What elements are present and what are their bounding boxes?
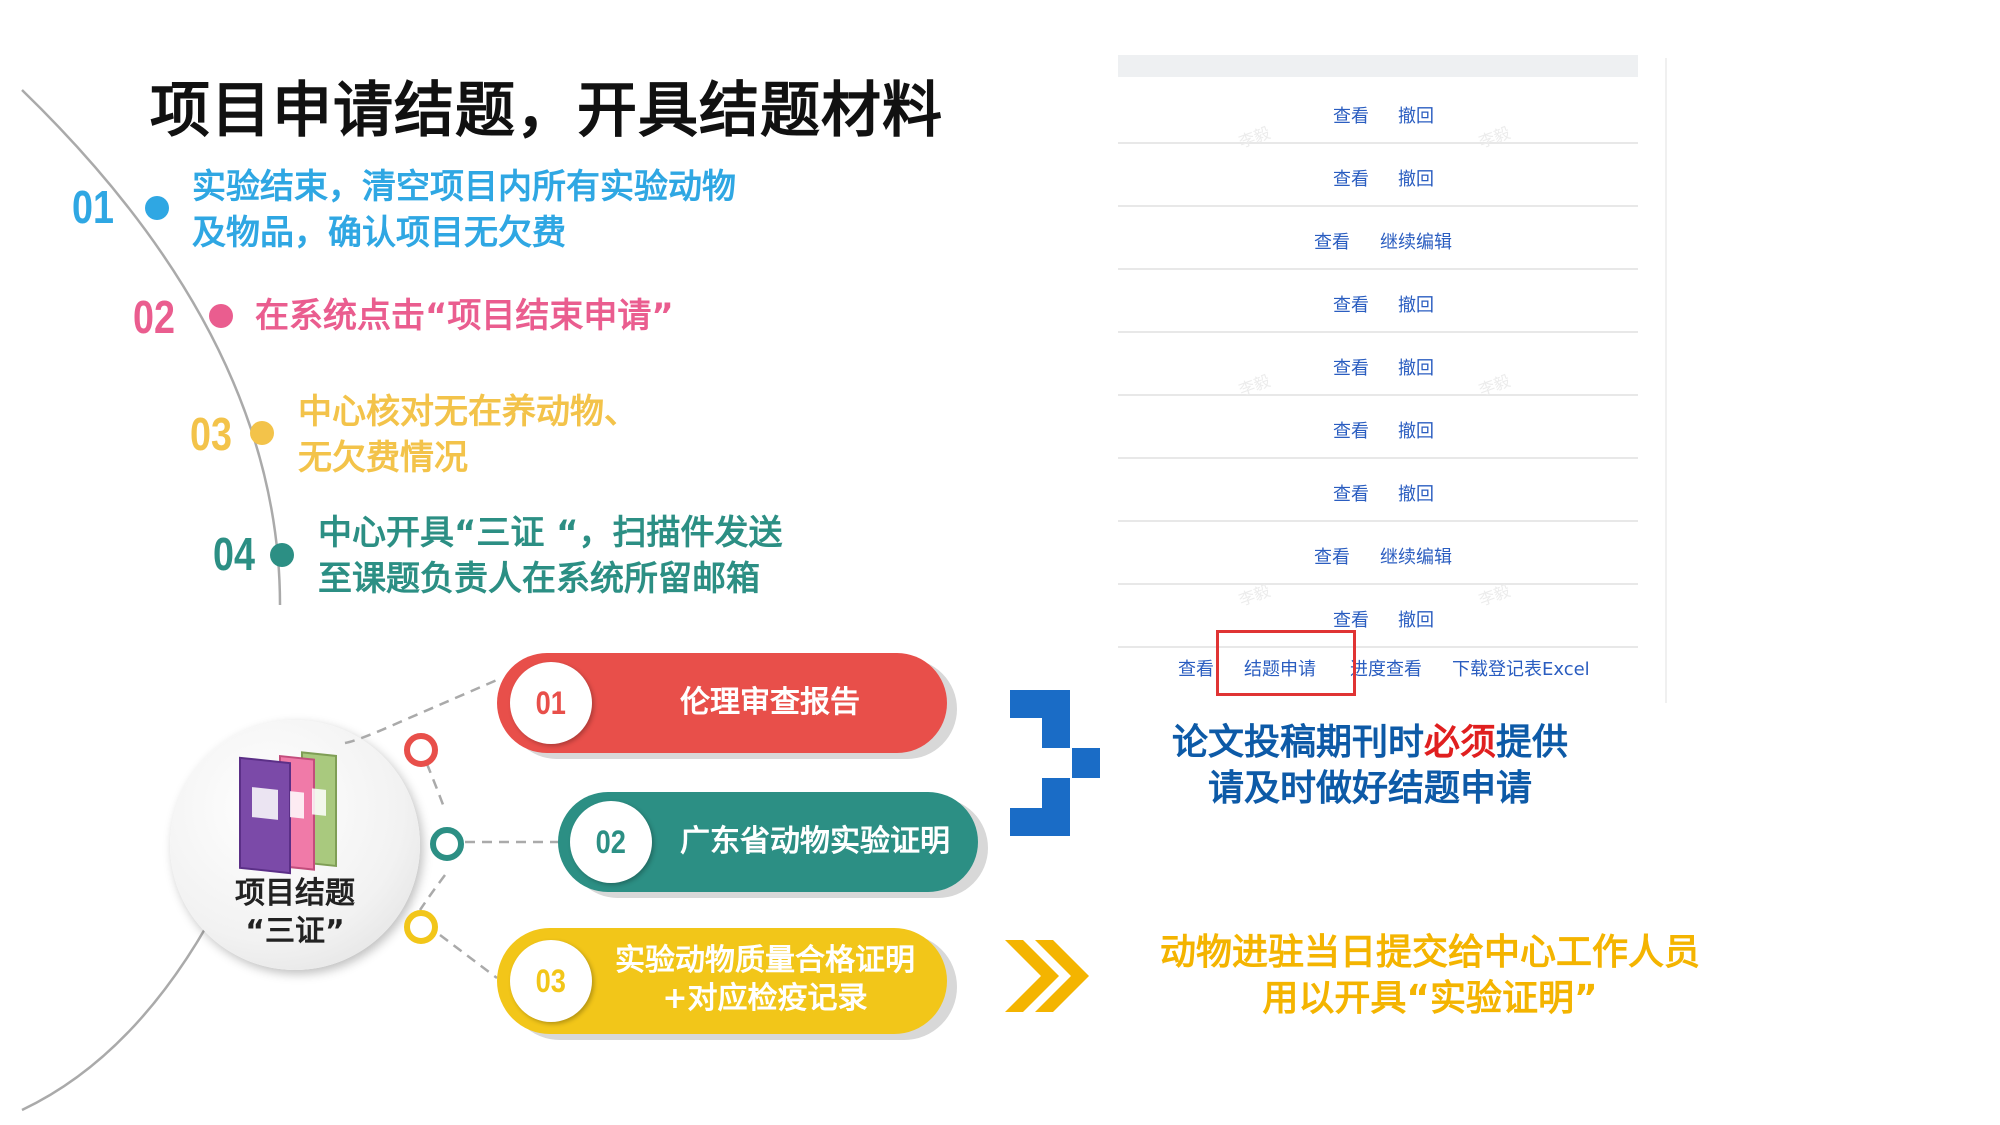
- table-row: 查看 撤回: [1118, 458, 1638, 522]
- cert-number-badge: 02: [570, 801, 652, 883]
- step-text: 中心核对无在养动物、 无欠费情况: [298, 389, 638, 481]
- note-arrival: 动物进驻当日提交给中心工作人员 用以开具“实验证明”: [1130, 930, 1730, 1022]
- connector-ring: [404, 910, 438, 944]
- withdraw-link[interactable]: 撤回: [1398, 484, 1434, 505]
- connector-ring: [404, 733, 438, 767]
- cert-label: 伦理审查报告: [680, 685, 860, 720]
- screenshot-divider: [1665, 58, 1667, 703]
- apply-close-link[interactable]: 结题申请: [1244, 659, 1316, 680]
- step-number: 02: [133, 291, 175, 343]
- highlight-box: [1216, 630, 1356, 696]
- cert-label-line: +对应检疫记录: [662, 981, 868, 1016]
- step-text: 在系统点击“项目结束申请”: [255, 293, 674, 339]
- view-link[interactable]: 查看: [1314, 547, 1350, 568]
- note-text: 提供: [1496, 722, 1569, 763]
- cert-label-line: 实验动物质量合格证明: [615, 943, 915, 978]
- system-screenshot: 查看 撤回 李毅 李毅 查看 撤回 查看 继续编辑 查看 撤回 查看 撤回 李毅…: [1118, 55, 1638, 705]
- withdraw-link[interactable]: 撤回: [1398, 358, 1434, 379]
- withdraw-link[interactable]: 撤回: [1398, 421, 1434, 442]
- step-text: 中心开具“三证 “，扫描件发送 至课题负责人在系统所留邮箱: [318, 510, 783, 602]
- cert-number-badge: 01: [510, 662, 592, 744]
- step-number: 04: [213, 528, 255, 580]
- table-row-actions: 查看 结题申请 进度查看 下载登记表Excel: [1118, 647, 1638, 697]
- step-line: 无欠费情况: [298, 438, 468, 478]
- cert-number: 01: [535, 684, 567, 721]
- binders-icon: [239, 751, 337, 875]
- withdraw-link[interactable]: 撤回: [1398, 169, 1434, 190]
- connector-ring: [430, 827, 464, 861]
- step-number: 03: [190, 408, 232, 460]
- hub-label-line: 项目结题: [235, 876, 355, 911]
- continue-edit-link[interactable]: 继续编辑: [1380, 547, 1452, 568]
- view-link[interactable]: 查看: [1333, 421, 1369, 442]
- table-header-strip: [1118, 55, 1638, 77]
- step-line: 实验结束，清空项目内所有实验动物: [192, 167, 736, 207]
- cert-label: 实验动物质量合格证明 +对应检疫记录: [600, 942, 930, 1018]
- note-text: 论文投稿期刊时: [1171, 722, 1424, 763]
- withdraw-link[interactable]: 撤回: [1398, 295, 1434, 316]
- view-link[interactable]: 查看: [1333, 106, 1369, 127]
- view-link[interactable]: 查看: [1178, 659, 1214, 680]
- withdraw-link[interactable]: 撤回: [1398, 610, 1434, 631]
- cert-label: 广东省动物实验证明: [680, 824, 950, 859]
- note-line: 论文投稿期刊时必须提供: [1150, 720, 1590, 766]
- hub-label: 项目结题 “三证”: [170, 875, 420, 951]
- table-row: 查看 撤回 李毅 李毅: [1118, 80, 1638, 152]
- progress-link[interactable]: 进度查看: [1350, 659, 1422, 680]
- cert-number: 03: [535, 962, 567, 999]
- table-row: 查看 撤回: [1118, 269, 1638, 333]
- step-text: 实验结束，清空项目内所有实验动物 及物品，确认项目无欠费: [192, 164, 736, 256]
- note-line: 请及时做好结题申请: [1207, 768, 1532, 809]
- note-thesis: 论文投稿期刊时必须提供 请及时做好结题申请: [1150, 720, 1590, 812]
- step-number: 01: [72, 181, 114, 233]
- download-excel-link[interactable]: 下载登记表Excel: [1452, 659, 1590, 680]
- view-link[interactable]: 查看: [1333, 484, 1369, 505]
- step-line: 在系统点击“项目结束申请”: [255, 296, 674, 336]
- double-arrow-icon: [1005, 940, 1089, 1012]
- view-link[interactable]: 查看: [1333, 295, 1369, 316]
- table-row: 查看 继续编辑: [1118, 206, 1638, 270]
- cert-number: 02: [595, 823, 627, 860]
- note-emphasis: 必须: [1423, 722, 1496, 763]
- step-dot: [270, 543, 294, 567]
- step-line: 中心开具“三证 “，扫描件发送: [318, 513, 783, 553]
- step-line: 及物品，确认项目无欠费: [192, 213, 566, 253]
- table-row: 查看 撤回 李毅 李毅: [1118, 581, 1638, 648]
- view-link[interactable]: 查看: [1314, 232, 1350, 253]
- step-dot: [250, 421, 274, 445]
- hub-label-line: “三证”: [245, 914, 345, 949]
- note-line: 用以开具“实验证明”: [1262, 978, 1598, 1019]
- bracket-icon: [1010, 690, 1100, 836]
- step-dot: [145, 196, 169, 220]
- cert-number-badge: 03: [510, 940, 592, 1022]
- table-row: 查看 撤回 李毅 李毅: [1118, 332, 1638, 400]
- step-line: 至课题负责人在系统所留邮箱: [318, 559, 760, 599]
- table-row: 查看 撤回: [1118, 143, 1638, 207]
- view-link[interactable]: 查看: [1333, 358, 1369, 379]
- table-row: 查看 继续编辑: [1118, 521, 1638, 585]
- view-link[interactable]: 查看: [1333, 610, 1369, 631]
- withdraw-link[interactable]: 撤回: [1398, 106, 1434, 127]
- note-line: 动物进驻当日提交给中心工作人员: [1159, 932, 1700, 973]
- step-line: 中心核对无在养动物、: [298, 392, 638, 432]
- page-title: 项目申请结题，开具结题材料: [150, 76, 943, 146]
- table-row: 查看 撤回: [1118, 395, 1638, 459]
- step-dot: [209, 304, 233, 328]
- view-link[interactable]: 查看: [1333, 169, 1369, 190]
- continue-edit-link[interactable]: 继续编辑: [1380, 232, 1452, 253]
